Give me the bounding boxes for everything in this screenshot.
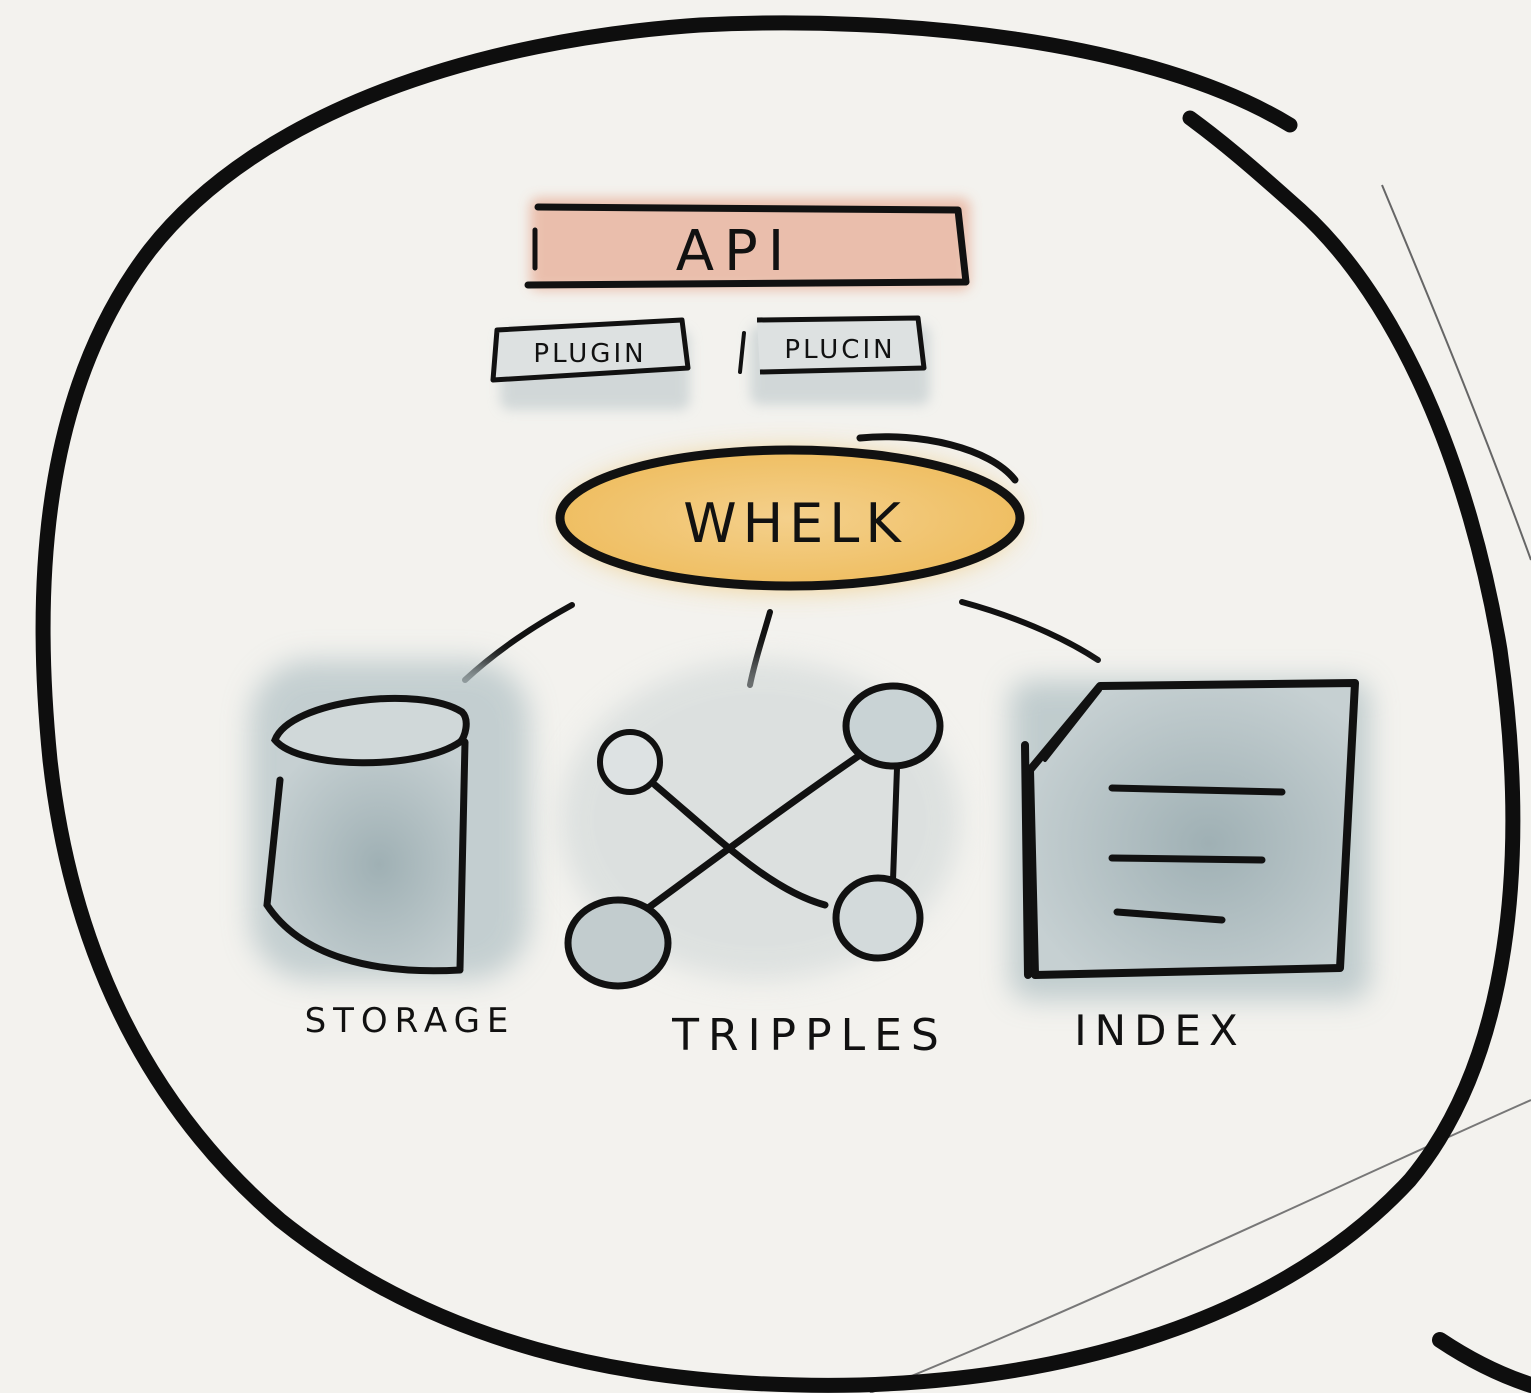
tripples-node: TRIPPLES [560, 660, 960, 1061]
plugin-right-outline [756, 315, 927, 375]
api-wash [530, 198, 970, 290]
core-top-stroke [856, 433, 1019, 484]
plugin-left: PLUGIN [490, 317, 691, 410]
page-edge-line-bottom [869, 1099, 1531, 1393]
storage-cylinder-left [263, 776, 464, 975]
tripples-edge-vertical [890, 765, 900, 883]
api-outline [524, 203, 970, 289]
page-edge-line [1381, 184, 1531, 561]
tripples-node-bottom-right [832, 874, 924, 962]
core-ellipse [555, 445, 1025, 591]
plugin-right: PLUCIN [738, 315, 930, 405]
index-dogear [1043, 688, 1102, 762]
plugin-left-outline [490, 317, 691, 383]
storage-cylinder-outline [271, 694, 470, 767]
index-left-edge [1021, 741, 1032, 979]
tripples-edge-cross-2 [621, 751, 864, 929]
core-label: WHELK [683, 492, 907, 555]
index-line-1 [1108, 784, 1286, 796]
connector-index [959, 599, 1101, 663]
index-node: INDEX [1010, 679, 1370, 1055]
tripples-node-top-right [842, 682, 944, 770]
storage-cylinder-right [456, 738, 469, 972]
index-line-2 [1108, 854, 1266, 864]
boundary-circle [35, 15, 1521, 1393]
storage-cylinder-body [268, 738, 470, 968]
core-node: WHELK [555, 433, 1025, 591]
tripples-label: TRIPPLES [671, 1010, 948, 1061]
tripples-edge-cross-1 [651, 781, 829, 909]
boundary-circle-bottom-extra [1432, 1332, 1531, 1393]
api-label: API [676, 219, 795, 284]
api-block: API [524, 198, 970, 290]
index-line-3 [1113, 908, 1226, 924]
tripples-node-bottom-left [564, 896, 672, 990]
storage-node: STORAGE [250, 660, 530, 1041]
plugin-left-label: PLUGIN [533, 339, 646, 369]
plugin-right-label: PLUCIN [784, 335, 895, 365]
tripples-node-top-left [597, 729, 663, 795]
index-label: INDEX [1074, 1006, 1245, 1055]
storage-label: STORAGE [305, 1001, 516, 1041]
plugin-right-tick [738, 331, 746, 374]
index-sheet [1026, 679, 1359, 979]
